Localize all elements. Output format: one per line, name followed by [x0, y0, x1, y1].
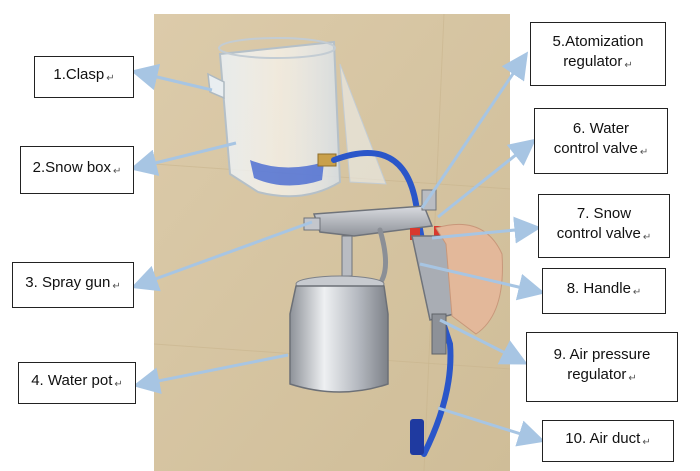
label-text: Snow control valve — [557, 205, 641, 242]
label-snow-valve: 7. Snow control valve↵ — [538, 194, 670, 258]
arrow-water-valve — [438, 142, 532, 217]
label-number: 2. — [33, 159, 46, 176]
label-text: Spray gun — [38, 274, 111, 291]
label-atomization: 5.Atomization regulator↵ — [530, 22, 666, 86]
label-clasp: 1.Clasp↵ — [34, 56, 134, 98]
label-air-pressure: 9. Air pressure regulator↵ — [526, 332, 678, 402]
label-air-duct: 10. Air duct↵ — [542, 420, 674, 462]
label-number: 6. — [573, 120, 586, 137]
paragraph-mark-icon: ↵ — [624, 60, 632, 71]
paragraph-mark-icon: ↵ — [633, 287, 641, 298]
label-number: 5. — [553, 33, 566, 50]
label-number: 10. — [565, 430, 586, 447]
paragraph-mark-icon: ↵ — [112, 281, 120, 292]
label-number: 8. — [567, 280, 580, 297]
arrow-air-pressure — [440, 320, 523, 362]
label-number: 7. — [577, 205, 590, 222]
label-text: Air pressure regulator — [566, 346, 650, 383]
paragraph-mark-icon: ↵ — [113, 166, 121, 177]
label-text: Water control valve — [554, 120, 638, 157]
label-text: Clasp — [66, 66, 104, 83]
label-spray-gun: 3. Spray gun↵ — [12, 262, 134, 308]
label-snow-box: 2.Snow box↵ — [20, 146, 134, 194]
label-text: Handle — [579, 280, 631, 297]
label-number: 3. — [25, 274, 38, 291]
label-text: Snow box — [45, 159, 111, 176]
label-number: 4. — [31, 372, 44, 389]
paragraph-mark-icon: ↵ — [642, 437, 650, 448]
arrow-snow-box — [135, 143, 236, 168]
arrow-handle — [420, 264, 540, 292]
label-water-valve: 6. Water control valve↵ — [534, 108, 668, 174]
label-number: 9. — [554, 346, 567, 363]
label-handle: 8. Handle↵ — [542, 268, 666, 314]
arrow-water-pot — [138, 355, 288, 385]
arrow-spray-gun — [136, 222, 312, 286]
paragraph-mark-icon: ↵ — [628, 373, 636, 384]
label-water-pot: 4. Water pot↵ — [18, 362, 136, 404]
arrow-clasp — [136, 72, 212, 90]
label-text: Water pot — [44, 372, 113, 389]
arrow-snow-valve — [432, 228, 536, 238]
paragraph-mark-icon: ↵ — [114, 379, 122, 390]
paragraph-mark-icon: ↵ — [643, 232, 651, 243]
arrow-atomization — [422, 56, 525, 208]
label-text: Air duct — [586, 430, 640, 447]
paragraph-mark-icon: ↵ — [106, 73, 114, 84]
paragraph-mark-icon: ↵ — [640, 147, 648, 158]
arrow-air-duct — [438, 408, 540, 440]
label-number: 1. — [53, 66, 66, 83]
